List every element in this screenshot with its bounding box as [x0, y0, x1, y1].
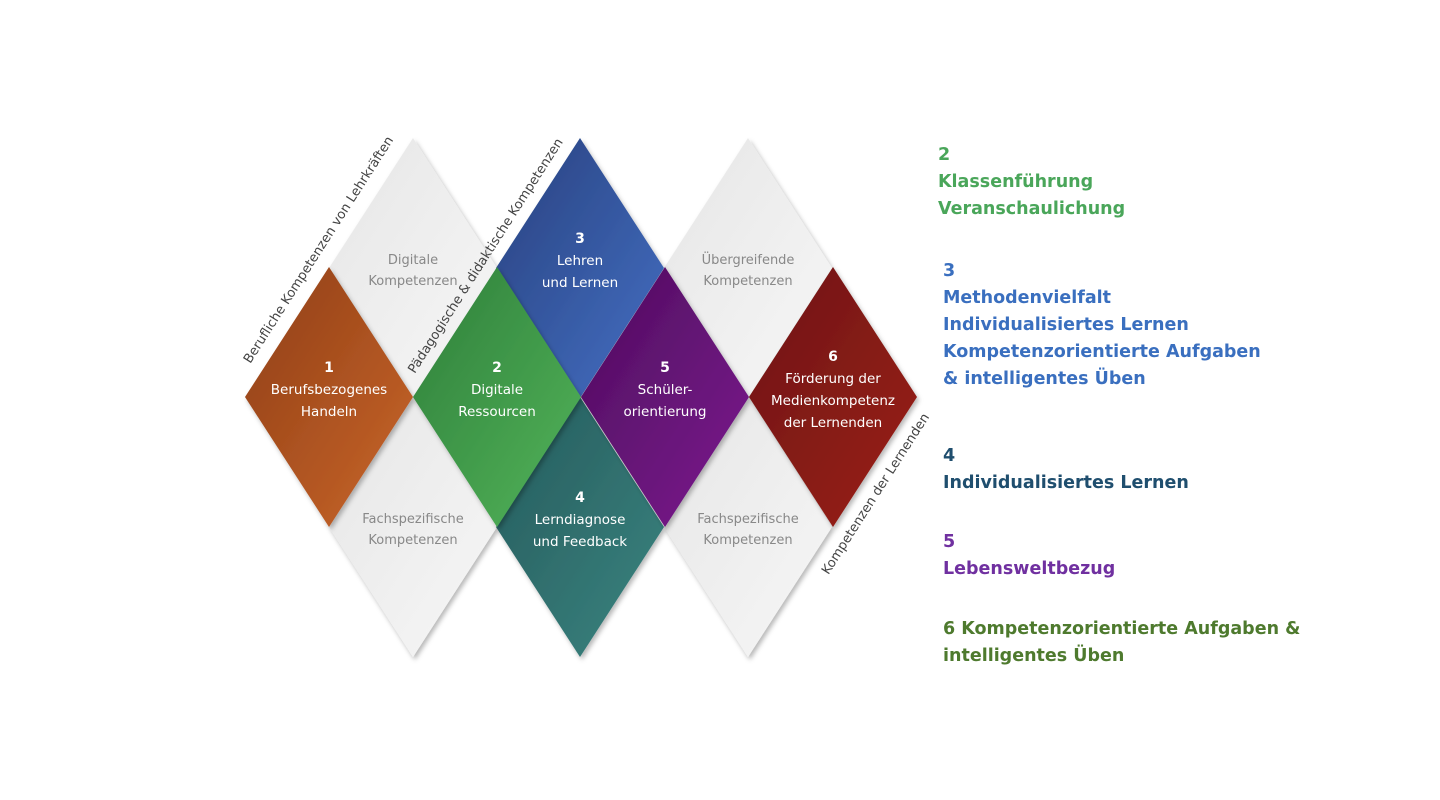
- area-5-schuelerorientierung-label: Schüler-: [638, 382, 693, 398]
- area-4-lerndiagnose-label: und Feedback: [533, 534, 627, 550]
- legend-4-number: 4: [943, 446, 956, 466]
- area-1-berufsbezogenes-handeln-label: Berufsbezogenes: [271, 382, 387, 398]
- area-5-schuelerorientierung-number: 5: [660, 360, 670, 376]
- area-uebergreifende-kompetenzen-label: Kompetenzen: [703, 274, 792, 289]
- legend-group-2: 2 Klassenführung Veranschaulichung: [938, 142, 1125, 223]
- legend-3-number: 3: [943, 261, 956, 281]
- area-2-digitale-ressourcen-number: 2: [492, 360, 502, 376]
- area-2-digitale-ressourcen-label: Ressourcen: [458, 404, 536, 420]
- area-2-digitale-ressourcen-diamond: [413, 267, 581, 527]
- area-6-medienkompetenz-label: Förderung der: [785, 371, 881, 387]
- area-6-medienkompetenz-diamond: [749, 267, 917, 527]
- legend-2-item: Klassenführung: [938, 172, 1094, 192]
- legend-group-3: 3 Methodenvielfalt Individualisiertes Le…: [943, 258, 1261, 393]
- area-4-lerndiagnose-label: Lerndiagnose: [535, 512, 626, 528]
- area-fachspezifische-kompetenzen-right-label: Fachspezifische: [697, 512, 798, 527]
- legend-6-item: intelligentes Üben: [943, 646, 1125, 666]
- legend-6-item: 6 Kompetenzorientierte Aufgaben &: [943, 619, 1301, 639]
- area-2-digitale-ressourcen-label: Digitale: [471, 382, 523, 398]
- area-fachspezifische-kompetenzen-left-label: Fachspezifische: [362, 512, 463, 527]
- area-6-medienkompetenz-label: Medienkompetenz: [771, 393, 895, 409]
- area-uebergreifende-kompetenzen-label: Übergreifende: [702, 251, 795, 268]
- area-3-lehren-und-lernen-label: und Lernen: [542, 275, 618, 291]
- legend-2-number: 2: [938, 145, 951, 165]
- area-digitale-kompetenzen-label: Kompetenzen: [368, 274, 457, 289]
- legend-3-item: & intelligentes Üben: [943, 369, 1146, 389]
- legend-3-item: Kompetenzorientierte Aufgaben: [943, 342, 1261, 362]
- legend-group-6: 6 Kompetenzorientierte Aufgaben & intell…: [943, 616, 1300, 670]
- legend-3-item: Individualisiertes Lernen: [943, 315, 1189, 335]
- legend-3-item: Methodenvielfalt: [943, 288, 1112, 308]
- legend-5-item: Lebensweltbezug: [943, 559, 1116, 579]
- area-fachspezifische-kompetenzen-right-label: Kompetenzen: [703, 533, 792, 548]
- legend-4-item: Individualisiertes Lernen: [943, 473, 1189, 493]
- area-4-lerndiagnose-number: 4: [575, 490, 585, 506]
- area-5-schuelerorientierung-diamond: [581, 267, 749, 527]
- area-1-berufsbezogenes-handeln-diamond: [245, 267, 413, 527]
- legend-group-5: 5 Lebensweltbezug: [943, 529, 1115, 583]
- legend-2-item: Veranschaulichung: [938, 199, 1126, 219]
- legend-5-number: 5: [943, 532, 956, 552]
- legend-group-4: 4 Individualisiertes Lernen: [943, 443, 1189, 497]
- area-3-lehren-und-lernen-number: 3: [575, 231, 585, 247]
- area-fachspezifische-kompetenzen-left-label: Kompetenzen: [368, 533, 457, 548]
- area-5-schuelerorientierung-label: orientierung: [623, 404, 706, 420]
- area-1-berufsbezogenes-handeln-number: 1: [324, 360, 334, 376]
- area-6-medienkompetenz-label: der Lernenden: [784, 415, 882, 431]
- area-digitale-kompetenzen-label: Digitale: [388, 253, 438, 268]
- area-6-medienkompetenz-number: 6: [828, 349, 838, 365]
- area-3-lehren-und-lernen-label: Lehren: [557, 253, 603, 269]
- area-1-berufsbezogenes-handeln-label: Handeln: [301, 404, 357, 420]
